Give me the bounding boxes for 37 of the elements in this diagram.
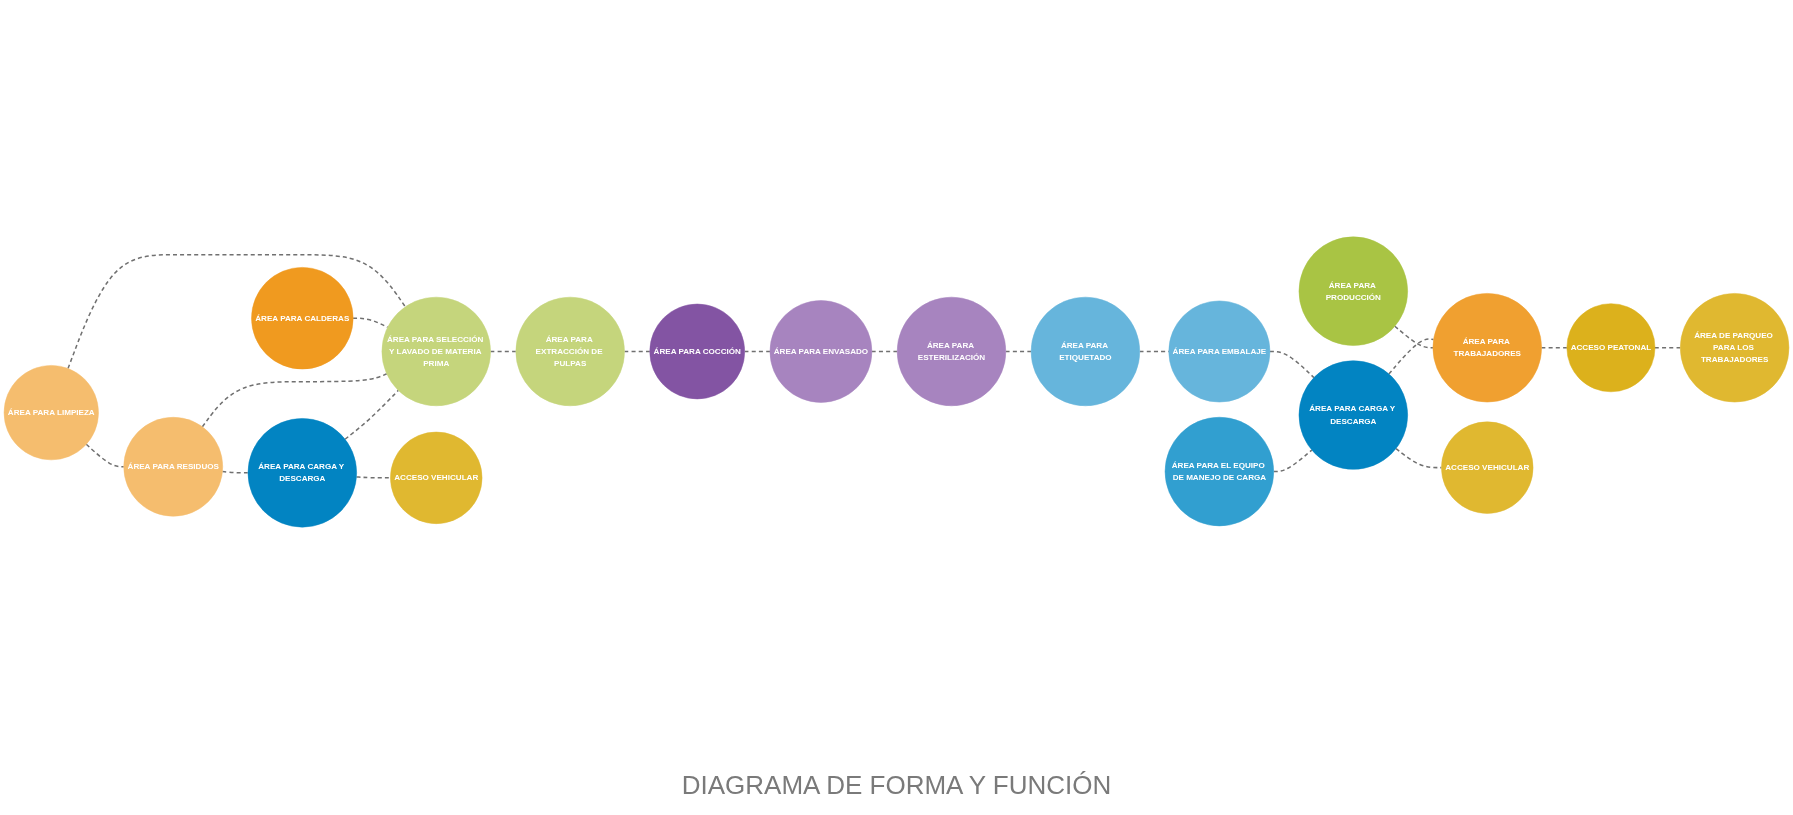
node-circle: ÁREA PARA TRABAJADORES (1432, 293, 1542, 403)
node-circle: ÁREA DE PARQUEO PARA LOS TRABAJADORES (1680, 293, 1790, 403)
connector (85, 443, 125, 468)
connector (67, 254, 407, 370)
connector (1540, 346, 1568, 349)
connector (489, 350, 517, 353)
connector (871, 350, 898, 353)
node-circle: ÁREA PARA CARGA Y DESCARGA (247, 418, 357, 528)
connector (201, 373, 388, 428)
caption: DIAGRAMA DE FORMA Y FUNCIÓN (681, 769, 1112, 802)
connector (623, 350, 651, 353)
connector (1269, 350, 1315, 379)
node-circle: ÁREA PARA ENVASADO (769, 300, 873, 403)
node-circle: ÁREA PARA EL EQUIPO DE MANEJO DE CARGA (1164, 416, 1274, 527)
node-circle: ÁREA PARA SELECCIÓN Y LAVADO DE MATERIA PRIMA (381, 296, 491, 407)
connector (355, 476, 392, 479)
node-circle: ÁREA PARA CALDERAS (251, 267, 354, 370)
connector (221, 470, 249, 474)
node-circle: ÁREA PARA EXTRACCIÓN DE PULPAS (515, 296, 625, 407)
node-circle: ÁREA PARA COCCIÓN (649, 303, 745, 400)
node-circle: ACCESO VEHICULAR (1441, 421, 1534, 514)
node-circle: ÁREA PARA LIMPIEZA (3, 365, 99, 461)
connector (1394, 325, 1434, 349)
node-circle: ÁREA PARA EMBALAJE (1168, 300, 1271, 403)
connector (1388, 338, 1435, 375)
connector (1272, 449, 1313, 473)
connector (1005, 350, 1032, 353)
node-circle: ÁREA PARA PRODUCCIÓN (1298, 236, 1408, 346)
connector (743, 350, 771, 353)
node-circle: ACCESO PEATONAL (1566, 303, 1656, 393)
connector (344, 389, 400, 440)
node-circle: ÁREA PARA ETIQUETADO (1030, 296, 1141, 407)
node-circle: ACCESO VEHICULAR (390, 431, 483, 524)
connector (1654, 346, 1682, 349)
node-circle: ÁREA PARA CARGA Y DESCARGA (1298, 360, 1408, 470)
node-circle: ÁREA PARA RESIDUOS (123, 417, 223, 517)
node-circle: ÁREA PARA ESTERILIZACIÓN (896, 296, 1007, 407)
